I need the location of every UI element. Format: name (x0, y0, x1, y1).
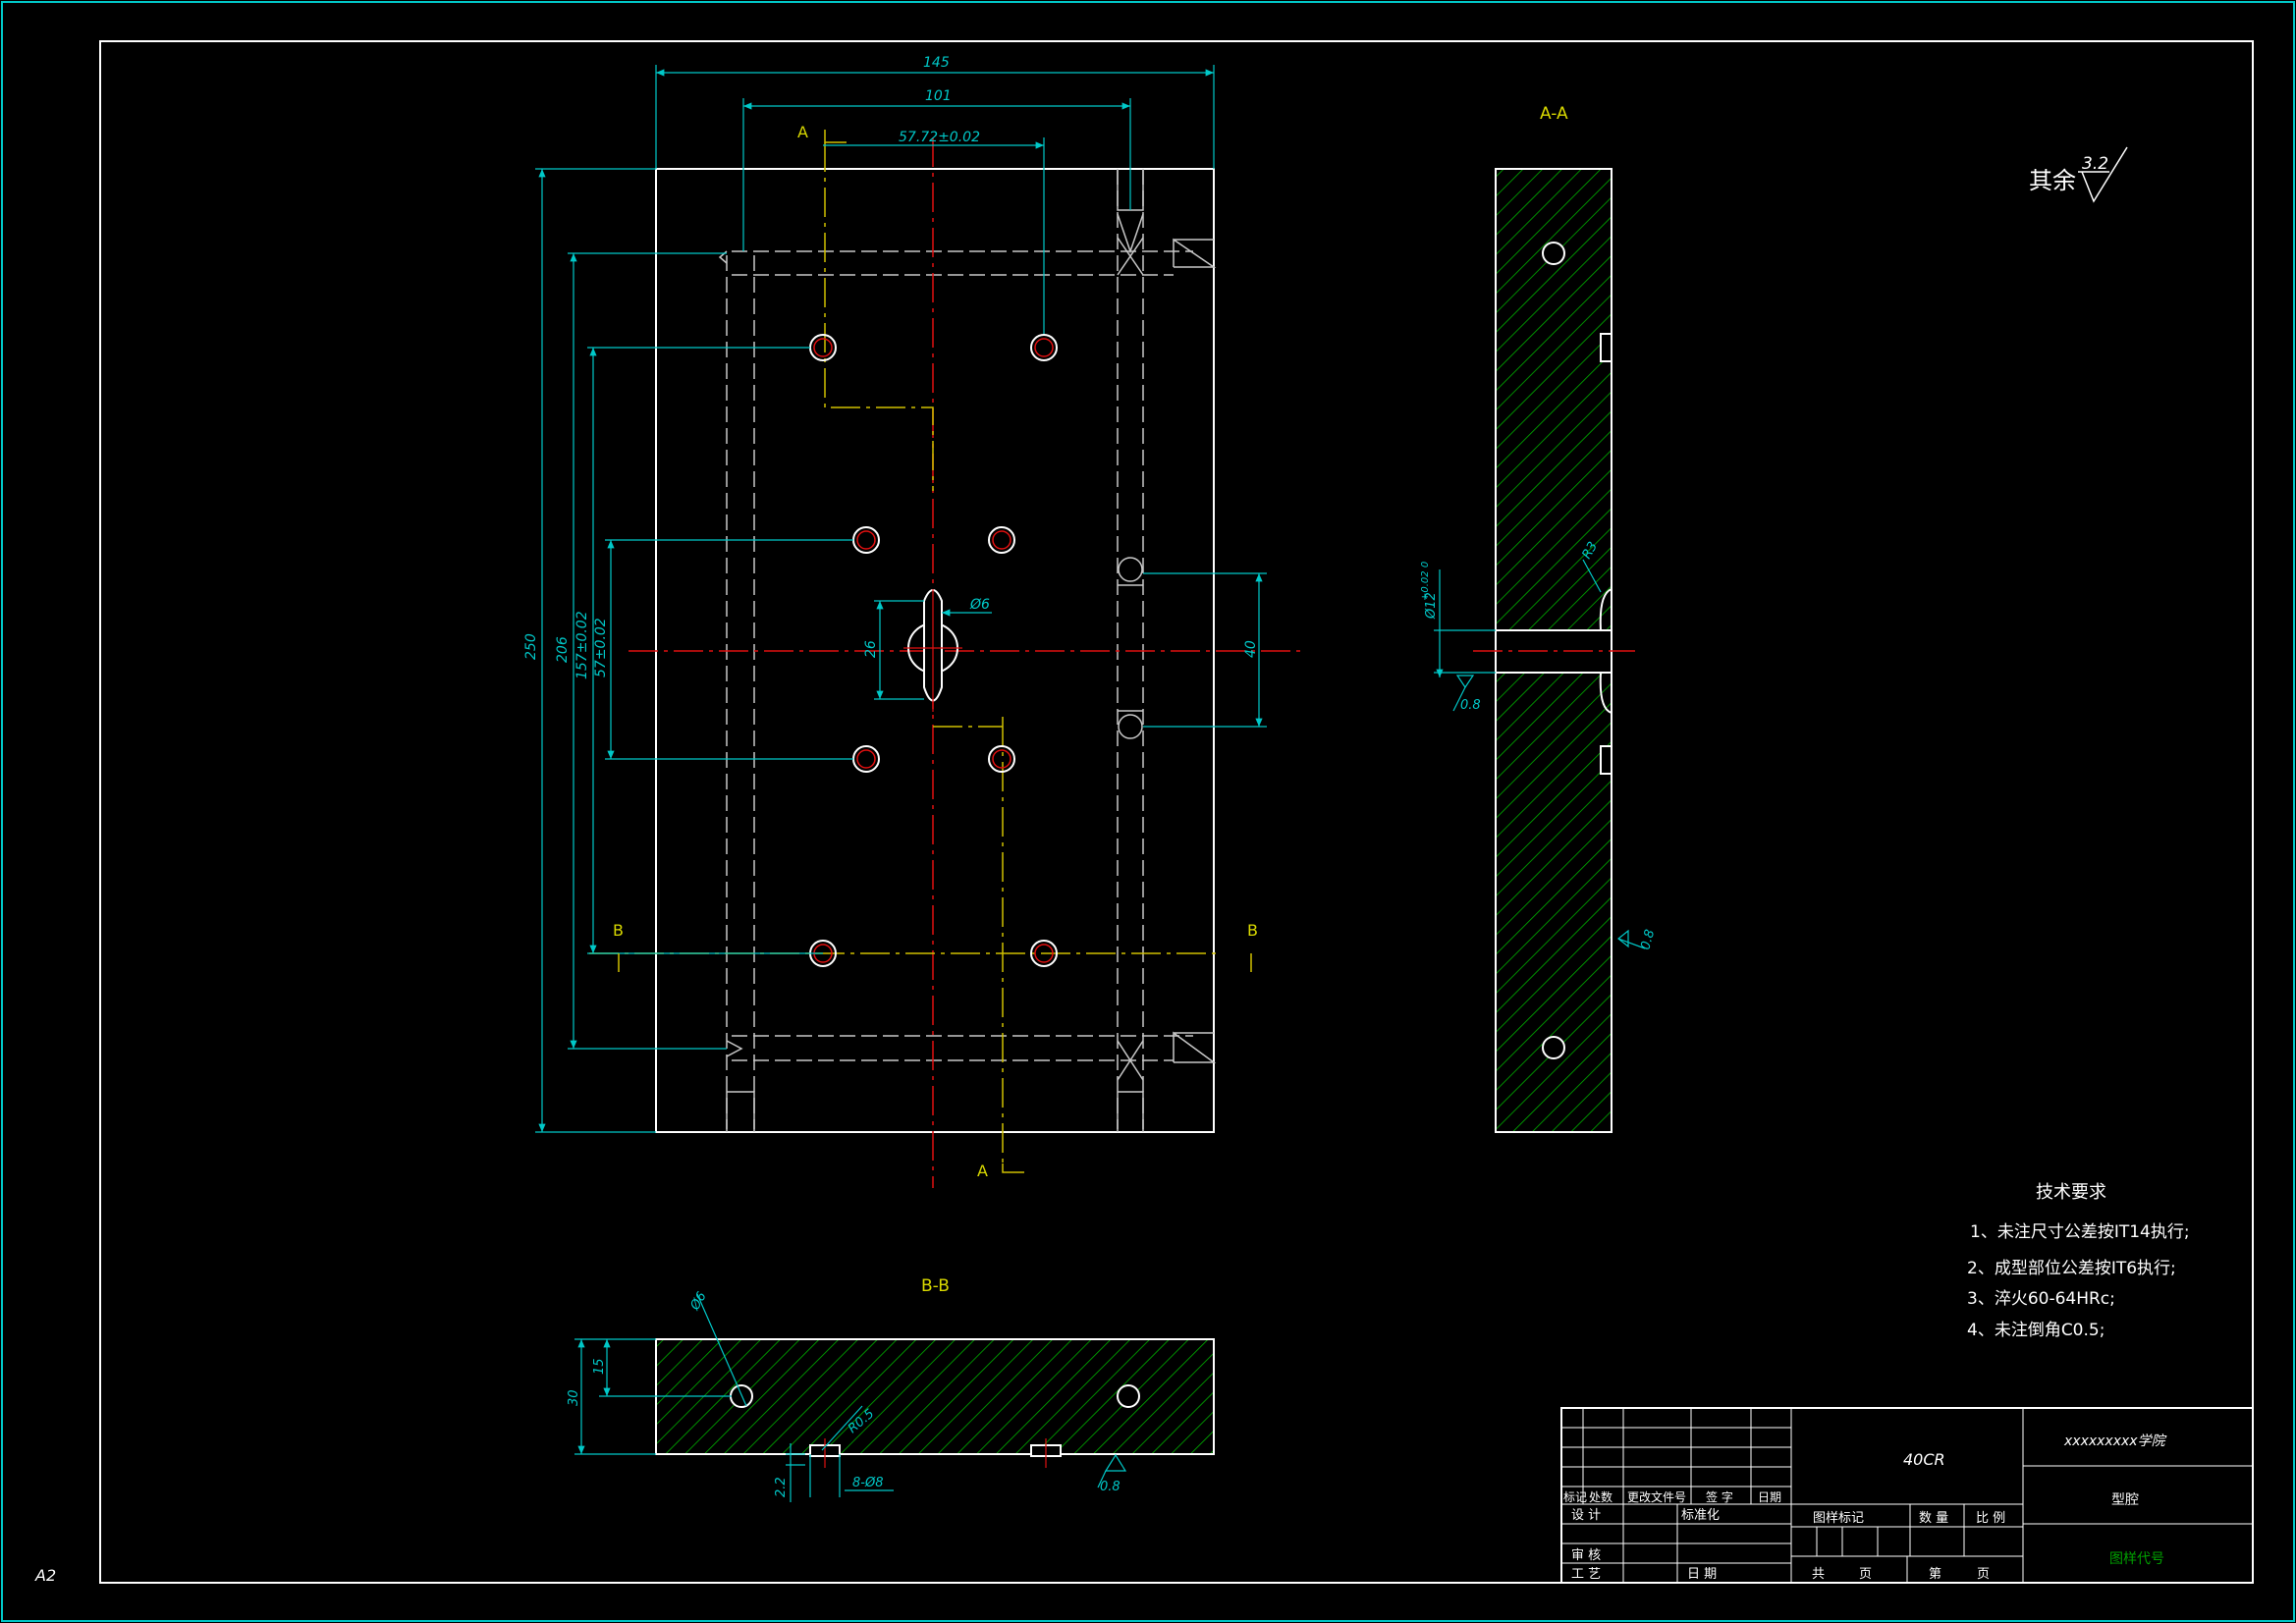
tb-total: 共 (1812, 1567, 1825, 1582)
dim-width: 145 (923, 55, 950, 71)
hole (1030, 334, 1058, 361)
bb-d6: Ø6 (687, 1289, 710, 1313)
dim-slot-w: 26 (863, 640, 879, 658)
technical-requirements: 技术要求 1、未注尺寸公差按IT14执行; 2、成型部位公差按IT6执行; 3、… (1967, 1182, 2190, 1340)
bb-h15: 15 (592, 1358, 607, 1375)
section-aa-hatch-top (1496, 169, 1612, 630)
bb-holes: 8-Ø8 (852, 1476, 883, 1490)
surface-prefix: 其余 (2029, 167, 2076, 194)
section-bb-view: B-B 30 15 Ø6 R0. (567, 1276, 1215, 1502)
tb-sheet: 第 (1929, 1567, 1941, 1582)
dim-h157: 157±0.02 (574, 611, 590, 679)
tb-audit: 审 核 (1571, 1548, 1601, 1563)
dim-offset: 57.72±0.02 (899, 130, 980, 145)
hole (852, 526, 880, 554)
cooling-channels (726, 169, 1193, 1129)
tb-school: xxxxxxxxx学院 (2063, 1434, 2167, 1449)
tb-quantity: 数 量 (1919, 1511, 1948, 1526)
tech-item-1: 1、未注尺寸公差按IT14执行; (1970, 1222, 2190, 1242)
section-b-left-label: B (613, 921, 624, 940)
bb-rough: 0.8 (1100, 1480, 1121, 1494)
tb-standardize: 标准化 (1681, 1508, 1720, 1523)
section-b-right-label: B (1247, 921, 1258, 940)
section-aa-hatch-bottom (1496, 673, 1612, 1132)
aa-rough1: 0.8 (1460, 698, 1481, 713)
tb-page2: 页 (1977, 1567, 1990, 1582)
tech-item-4: 4、未注倒角C0.5; (1967, 1321, 2105, 1340)
aa-dia-tol: +0.02 0 (1420, 562, 1431, 601)
title-block: 40CR xxxxxxxxx学院 型腔 图样代号 标记 处数 更改文件号 签 字… (1560, 1407, 2254, 1584)
tech-item-2: 2、成型部位公差按IT6执行; (1967, 1259, 2176, 1278)
hole (852, 745, 880, 773)
central-cavity (903, 589, 962, 712)
dim-pin-dia: Ø6 (969, 597, 990, 613)
dim-v40: 40 (1243, 640, 1259, 658)
tb-marking: 图样标记 (1813, 1511, 1864, 1526)
tb-rev-count: 处数 (1589, 1489, 1613, 1504)
section-a-bottom-label: A (977, 1162, 988, 1180)
aa-r-label: R3 (1579, 540, 1601, 562)
tb-date: 日 期 (1687, 1567, 1717, 1582)
surface-value: 3.2 (2082, 154, 2108, 174)
aa-rough2: 0.8 (1638, 928, 1658, 951)
bb-h22: 2.2 (774, 1477, 789, 1497)
hole (988, 526, 1015, 554)
tb-drawing-no: 图样代号 (2109, 1551, 2164, 1567)
hole (988, 745, 1015, 773)
default-surface-finish: 其余 3.2 (2029, 146, 2128, 203)
section-bb-title: B-B (921, 1276, 950, 1296)
tb-material: 40CR (1903, 1450, 1945, 1469)
hole (809, 334, 837, 361)
section-markers (618, 130, 1252, 1173)
dim-height: 250 (523, 633, 539, 660)
bb-h30: 30 (567, 1389, 581, 1406)
tb-design: 设 计 (1571, 1508, 1601, 1523)
tb-rev-date: 日期 (1758, 1490, 1781, 1504)
front-dimensions (535, 65, 1267, 1133)
section-a-top-label: A (797, 123, 808, 141)
tb-rev-doc: 更改文件号 (1627, 1489, 1686, 1504)
sheet-size-label: A2 (34, 1566, 56, 1585)
dim-hole-span: 101 (925, 88, 952, 104)
tb-rev-sign: 签 字 (1706, 1489, 1733, 1504)
hole (1030, 940, 1058, 967)
tb-process: 工 艺 (1571, 1567, 1601, 1582)
tb-page: 页 (1859, 1567, 1872, 1582)
aa-dia-label: Ø12 (1424, 592, 1439, 620)
dim-h57: 57±0.02 (593, 618, 609, 677)
section-aa-view: A-A Ø12 +0.02 0 0.8 0.8 R3 (1420, 104, 1658, 1133)
tb-scale: 比 例 (1976, 1511, 2005, 1526)
dim-h206: 206 (555, 636, 571, 663)
centerlines (589, 137, 1306, 1188)
front-dimension-texts: 145 101 57.72±0.02 250 206 157±0.02 57±0… (523, 55, 1259, 679)
ejector-holes (809, 334, 1058, 967)
tb-part-name: 型腔 (2111, 1492, 2139, 1508)
tech-item-3: 3、淬火60-64HRc; (1967, 1289, 2115, 1309)
tech-title: 技术要求 (2036, 1182, 2106, 1203)
section-aa-title: A-A (1540, 104, 1568, 124)
drawing-frame (99, 40, 2254, 1584)
tb-rev-mark: 标记 (1563, 1490, 1587, 1504)
front-view: 145 101 57.72±0.02 250 206 157±0.02 57±0… (523, 55, 1306, 1188)
